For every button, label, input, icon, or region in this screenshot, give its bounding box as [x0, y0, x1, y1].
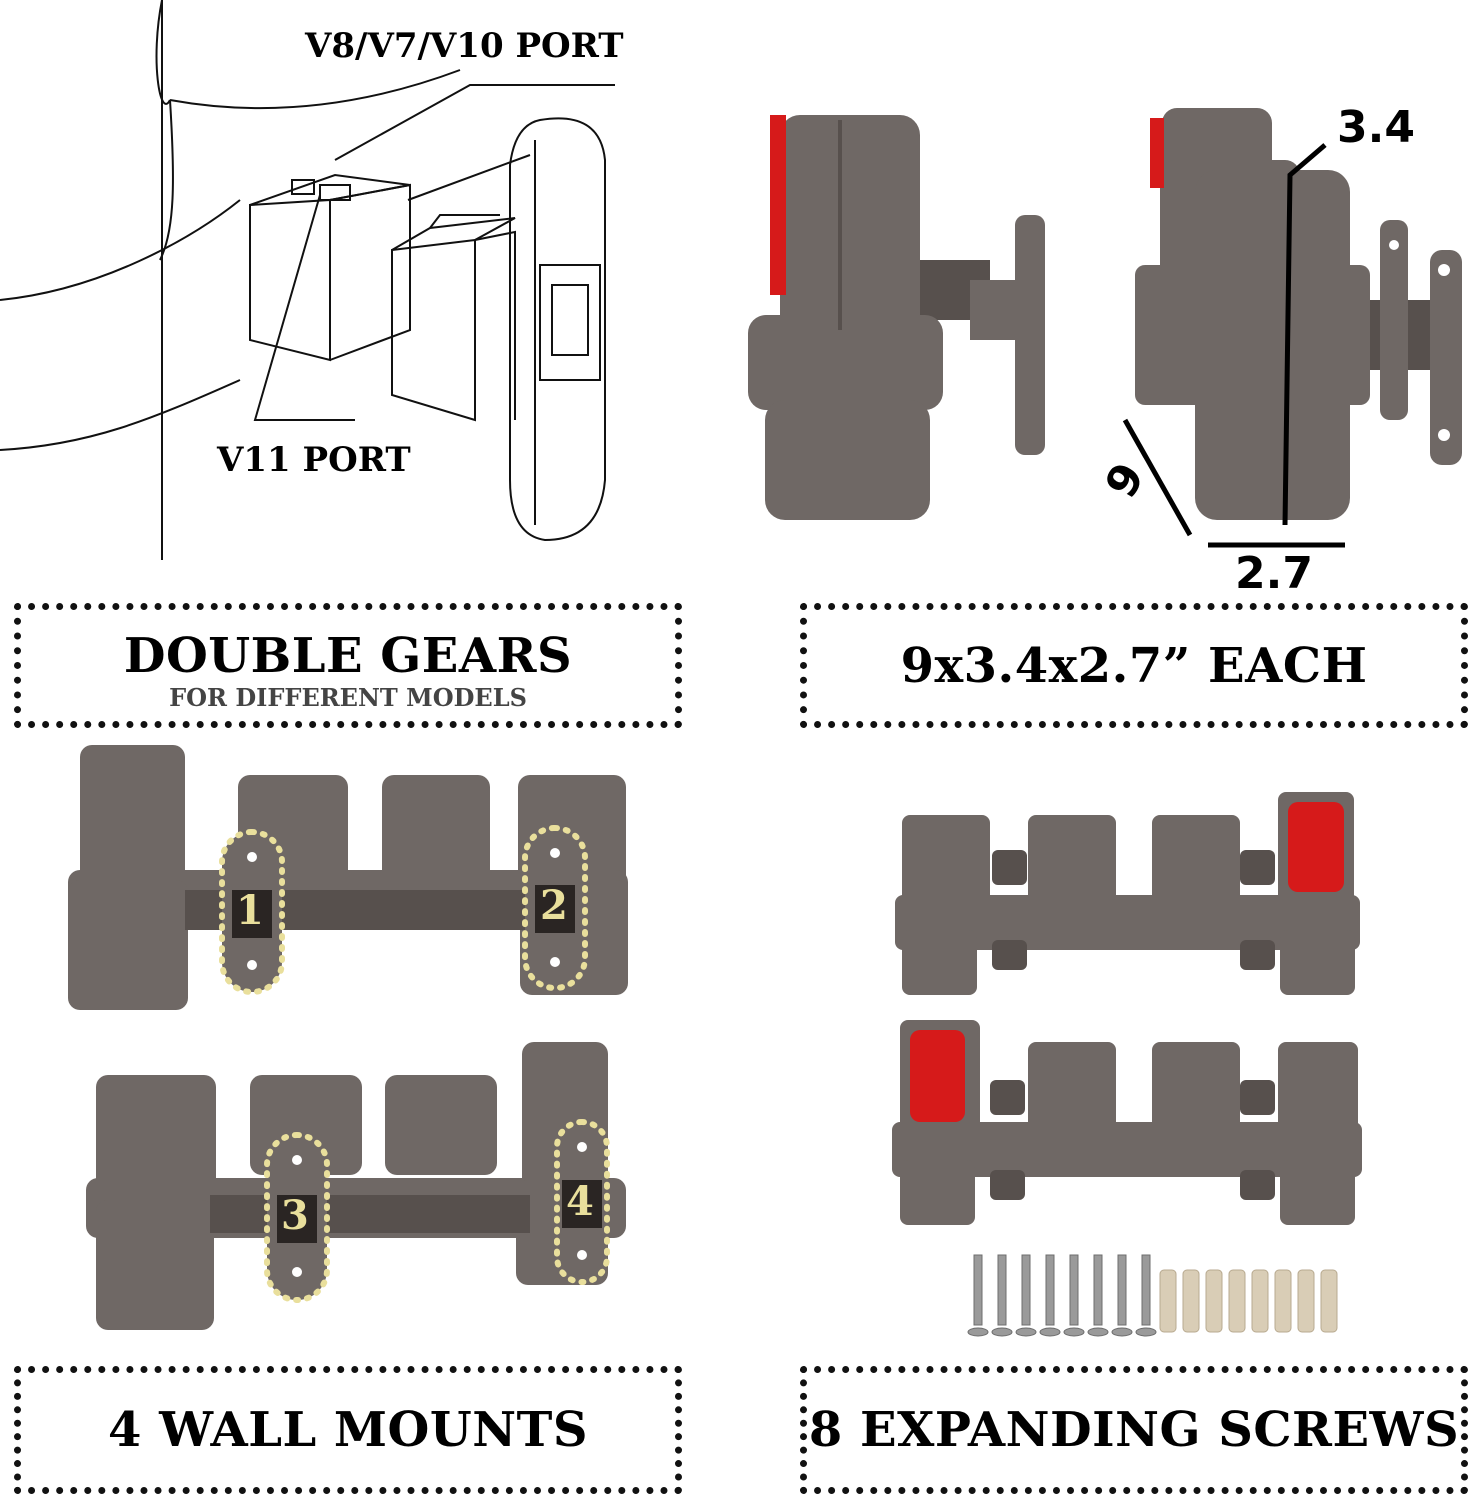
- height-dimension: 3.4: [1337, 102, 1415, 153]
- dock-line-drawing-icon: [0, 0, 615, 560]
- mount-number-2: 2: [540, 882, 568, 929]
- width-dimension: 2.7: [1235, 548, 1313, 599]
- holder-front-photo-icon: [68, 745, 628, 1330]
- mount-number-4: 4: [566, 1178, 594, 1225]
- wall-mount-photo: 1 2 3 4: [0, 740, 700, 1360]
- double-gears-title: DOUBLE GEARS: [123, 627, 573, 684]
- holder-screws-photo-icon: [892, 792, 1362, 1337]
- port-top-label: V8/V7/V10 PORT: [305, 26, 624, 66]
- port-diagram: V8/V7/V10 PORT V11 PORT: [0, 0, 700, 580]
- size-title: 9x3.4x2.7” EACH: [900, 637, 1368, 694]
- wall-anchor-icon: [1159, 1269, 1338, 1333]
- screws-caption: 8 EXPANDING SCREWS: [800, 1366, 1468, 1494]
- size-caption: 9x3.4x2.7” EACH: [800, 603, 1468, 728]
- holder-photo-icon: [748, 108, 1462, 548]
- port-bottom-label: V11 PORT: [217, 440, 411, 480]
- dimension-photo: 3.4 9 2.7: [730, 100, 1472, 600]
- side-holder-right: [1135, 108, 1462, 520]
- screw-icon: [967, 1254, 1157, 1337]
- mount-number-3: 3: [281, 1192, 309, 1239]
- screws-photo: [880, 780, 1380, 1350]
- mount-plates: [219, 825, 610, 1303]
- mount-number-1: 1: [236, 887, 264, 934]
- double-gears-subtitle: FOR DIFFERENT MODELS: [169, 682, 527, 712]
- screws-title: 8 EXPANDING SCREWS: [808, 1402, 1460, 1458]
- side-holder-left: [748, 115, 1045, 520]
- double-gears-caption: DOUBLE GEARS FOR DIFFERENT MODELS: [14, 603, 682, 728]
- wall-mounts-title: 4 WALL MOUNTS: [108, 1402, 588, 1458]
- wall-mounts-caption: 4 WALL MOUNTS: [14, 1366, 682, 1494]
- dimension-lines: [1122, 143, 1345, 548]
